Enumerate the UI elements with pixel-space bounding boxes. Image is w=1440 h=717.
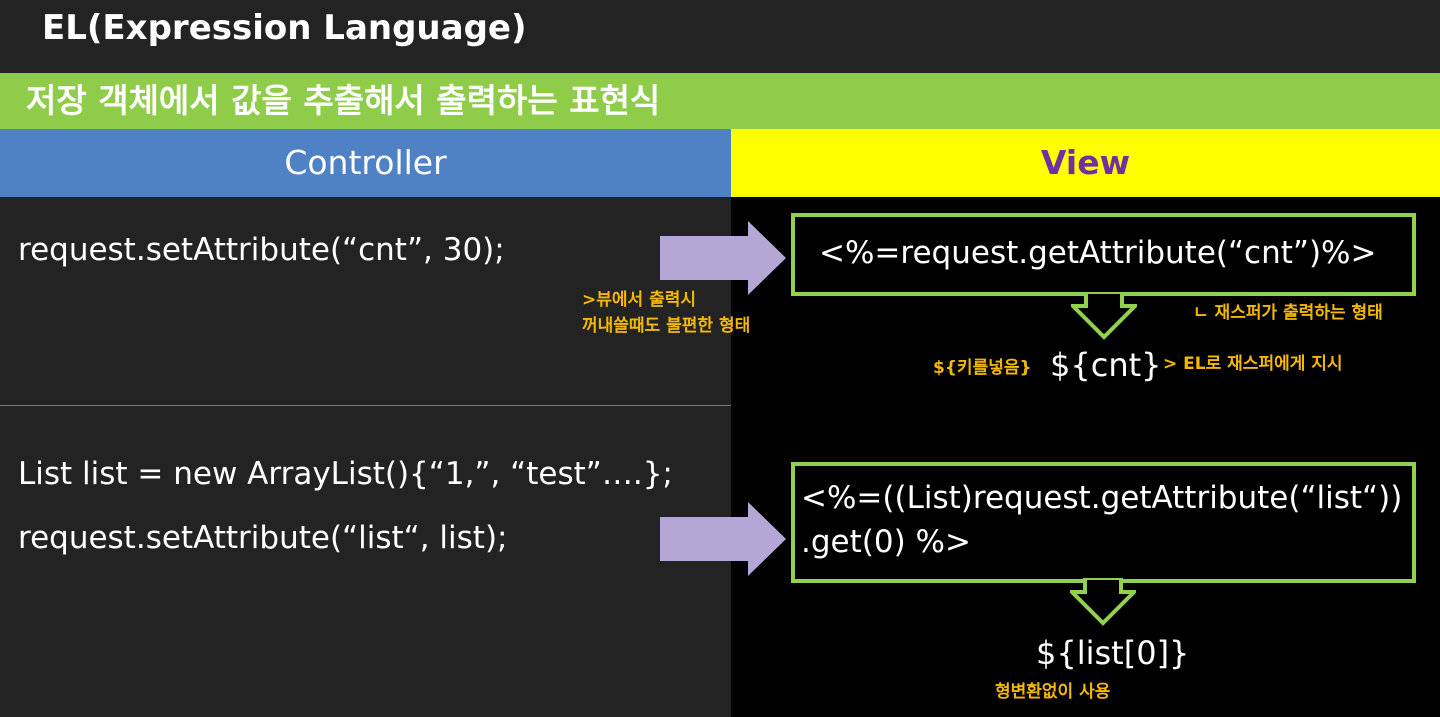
el-expression-list: ${list[0]}	[1036, 634, 1190, 672]
controller-code-list-create: List list = new ArrayList(){“1,”, “test”…	[18, 456, 673, 492]
controller-code-list-set: request.setAttribute(“list“, list);	[18, 520, 508, 556]
note-view-output-line2: 꺼내쓸때도 불편한 형태	[582, 316, 751, 336]
subtitle-bar: 저장 객체에서 값을 추출해서 출력하는 표현식	[0, 73, 1440, 129]
jsp-expression-list-line1: <%=((List)request.getAttribute(“list“))	[801, 480, 1403, 516]
jsp-expression-list-line2: .get(0) %>	[801, 524, 971, 560]
note-jasper-output: ㄴ 재스퍼가 출력하는 형태	[1193, 303, 1383, 323]
right-arrow-icon	[660, 502, 786, 576]
controller-code-cnt: request.setAttribute(“cnt”, 30);	[18, 232, 505, 268]
row-divider	[0, 405, 731, 406]
jsp-expression-box-list: <%=((List)request.getAttribute(“list“)) …	[791, 462, 1416, 583]
subtitle-text: 저장 객체에서 값을 추출해서 출력하는 표현식	[26, 81, 661, 120]
jsp-expression-cnt: <%=request.getAttribute(“cnt”)%>	[819, 235, 1377, 271]
down-arrow-icon	[1071, 292, 1137, 340]
down-arrow-icon	[1070, 578, 1136, 626]
note-view-output-line1: >뷰에서 출력시	[582, 290, 697, 310]
note-el-instruct: > EL로 재스퍼에게 지시	[1163, 354, 1343, 374]
right-arrow-icon	[660, 221, 786, 295]
controller-header: Controller	[0, 129, 731, 197]
jsp-expression-box-cnt: <%=request.getAttribute(“cnt”)%>	[791, 213, 1416, 296]
note-no-casting: 형변환없이 사용	[995, 682, 1111, 702]
slide-title: EL(Expression Language)	[42, 8, 527, 48]
note-el-key: ${키를넣음}	[933, 358, 1032, 378]
view-header: View	[731, 129, 1440, 197]
el-expression-cnt: ${cnt}	[1050, 346, 1162, 384]
